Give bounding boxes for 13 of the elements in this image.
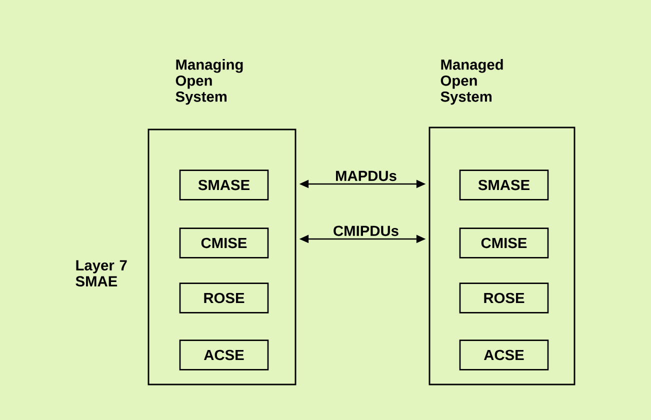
entity-box: SMASE [179, 170, 269, 200]
entity-box: ACSE [459, 340, 549, 370]
entity-box: ROSE [459, 282, 549, 314]
node-label: Managing Open System [176, 59, 243, 105]
node-label: Managed Open System [440, 59, 503, 105]
edge-label: MAPDUs [334, 170, 398, 182]
edge-label: CMIPDUs [332, 224, 400, 238]
entity-box: ROSE [179, 282, 269, 314]
entity-box: SMASE [459, 170, 549, 200]
layer-label: Layer 7 SMAE [76, 260, 127, 286]
entity-box: CMISE [179, 228, 269, 258]
entity-box: CMISE [459, 228, 549, 258]
entity-box: ACSE [179, 340, 269, 370]
